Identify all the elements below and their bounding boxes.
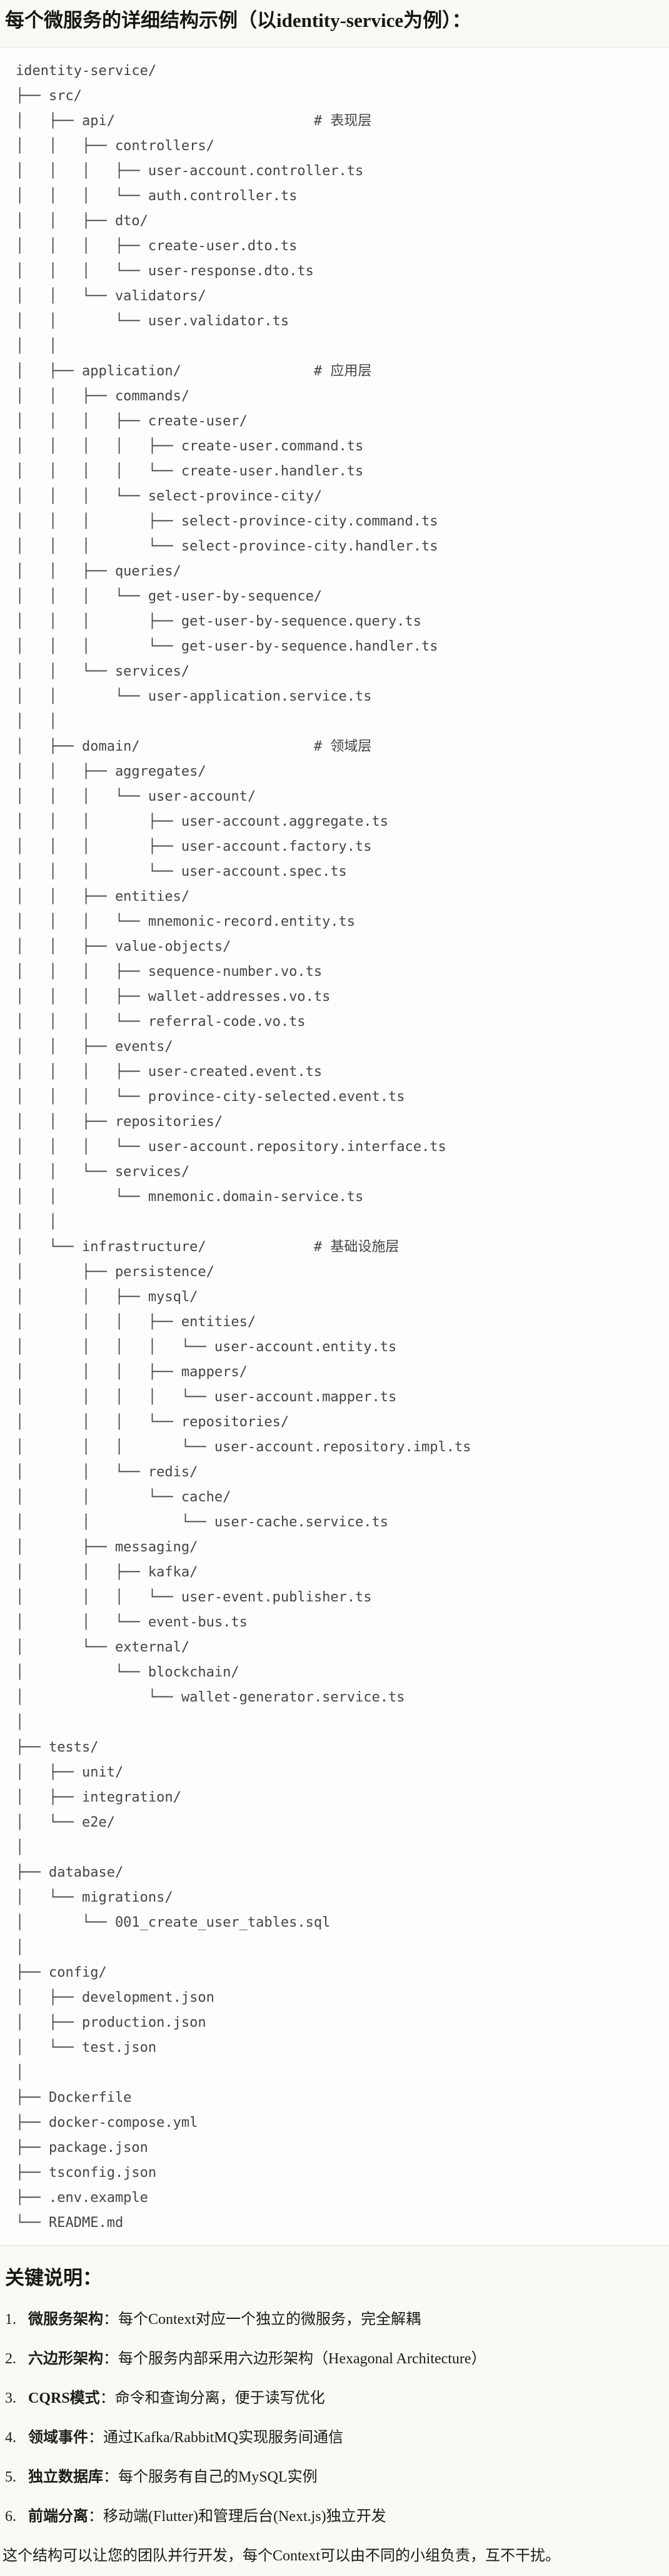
note-term: 前端分离 — [28, 2508, 88, 2525]
note-item: 1. 微服务架构：每个Context对应一个独立的微服务，完全解耦 — [0, 2309, 669, 2330]
note-item: 3. CQRS模式：命令和查询分离，便于读写优化 — [0, 2388, 669, 2409]
note-item: 4. 领域事件：通过Kafka/RabbitMQ实现服务间通信 — [0, 2427, 669, 2448]
note-item: 6. 前端分离：移动端(Flutter)和管理后台(Next.js)独立开发 — [0, 2506, 669, 2527]
note-separator: ： — [103, 2469, 118, 2485]
note-number: 5. — [5, 2469, 16, 2485]
note-description: 通过Kafka/RabbitMQ实现服务间通信 — [103, 2430, 343, 2446]
note-number: 1. — [5, 2311, 16, 2328]
note-description: 每个服务内部采用六边形架构（Hexagonal Architecture） — [118, 2351, 486, 2367]
note-number: 3. — [5, 2390, 16, 2406]
note-description: 移动端(Flutter)和管理后台(Next.js)独立开发 — [103, 2508, 386, 2525]
note-term: 独立数据库 — [28, 2469, 103, 2485]
note-term: 领域事件 — [28, 2430, 88, 2446]
note-number: 4. — [5, 2430, 16, 2446]
note-description: 命令和查询分离，便于读写优化 — [114, 2390, 325, 2406]
note-term: 微服务架构 — [28, 2311, 103, 2328]
code-block: identity-service/ ├── src/ │ ├── api/ # … — [0, 47, 669, 2246]
note-separator: ： — [88, 2508, 103, 2525]
note-separator: ： — [103, 2311, 118, 2328]
note-separator: ： — [99, 2390, 115, 2406]
notes-heading: 关键说明： — [5, 2267, 102, 2289]
note-separator: ： — [88, 2430, 103, 2446]
page-title: 每个微服务的详细结构示例（以identity-service为例）： — [5, 9, 471, 31]
note-term: CQRS模式 — [28, 2390, 100, 2406]
closing-paragraph: 这个结构可以让您的团队并行开发，每个Context可以由不同的小组负责，互不干扰… — [3, 2548, 560, 2564]
note-description: 每个服务有自己的MySQL实例 — [118, 2469, 318, 2485]
note-description: 每个Context对应一个独立的微服务，完全解耦 — [118, 2311, 421, 2328]
note-term: 六边形架构 — [28, 2351, 103, 2367]
document-body: 每个微服务的详细结构示例（以identity-service为例）： ident… — [0, 8, 669, 2567]
note-item: 2. 六边形架构：每个服务内部采用六边形架构（Hexagonal Architec… — [0, 2348, 669, 2370]
note-item: 5. 独立数据库：每个服务有自己的MySQL实例 — [0, 2467, 669, 2488]
directory-tree: identity-service/ ├── src/ │ ├── api/ # … — [16, 63, 471, 2231]
note-number: 6. — [5, 2508, 16, 2525]
note-number: 2. — [5, 2351, 16, 2367]
note-separator: ： — [103, 2351, 118, 2367]
